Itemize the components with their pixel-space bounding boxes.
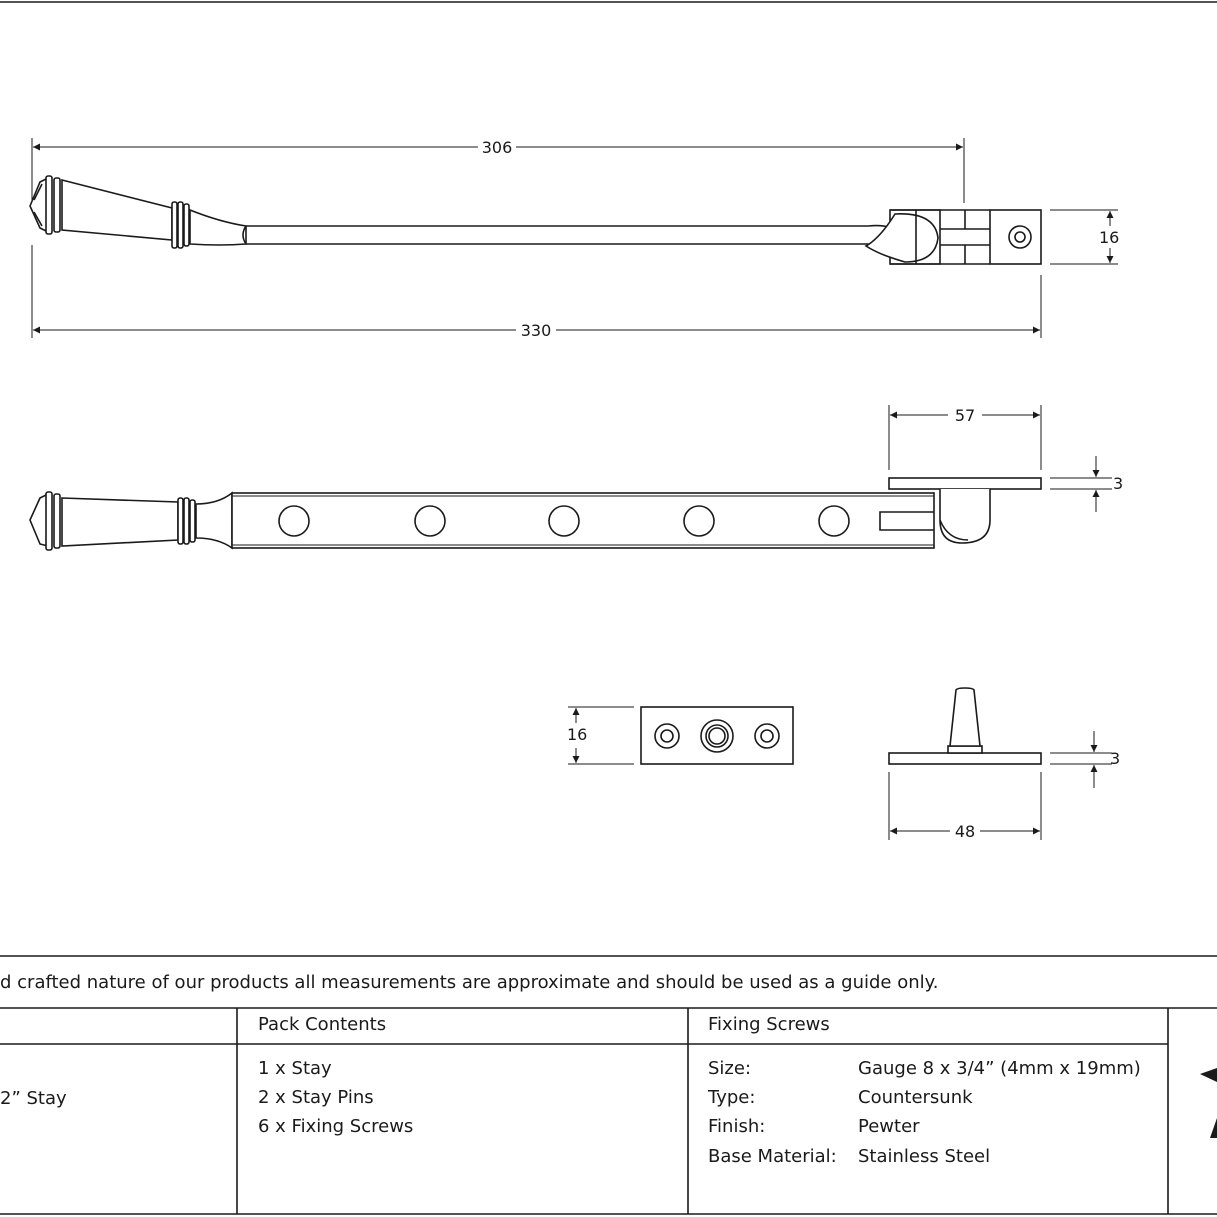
side-view: 57 3 (29, 405, 1123, 551)
pin-side-view: 3 48 (888, 687, 1120, 841)
pin-plate-top-view: 16 (567, 706, 794, 765)
dim-48: 48 (955, 822, 975, 841)
spec-label-size: Size: (708, 1058, 752, 1079)
fixing-screws-header: Fixing Screws (708, 1014, 830, 1035)
dim-57: 57 (955, 406, 975, 425)
product-name: 2” Stay (0, 1088, 67, 1109)
dim-16-pin: 16 (567, 725, 587, 744)
spec-label-finish: Finish: (708, 1116, 766, 1137)
spec-value-material: Stainless Steel (858, 1146, 991, 1167)
pack-contents-header: Pack Contents (258, 1014, 387, 1035)
dim-3-pin: 3 (1110, 749, 1120, 768)
dim-16-front: 16 (1099, 228, 1119, 247)
spec-value-size: Gauge 8 x 3/4” (4mm x 19mm) (858, 1058, 1141, 1079)
pack-item: 2 x Stay Pins (258, 1087, 374, 1108)
dim-306: 306 (482, 138, 513, 157)
spec-label-type: Type: (708, 1087, 756, 1108)
dim-330: 330 (521, 321, 552, 340)
spec-value-finish: Pewter (858, 1116, 920, 1137)
pack-item: 1 x Stay (258, 1058, 332, 1079)
spec-label-material: Base Material: (708, 1146, 837, 1167)
front-view: 306 330 16 (29, 138, 1119, 340)
pack-item: 6 x Fixing Screws (258, 1116, 414, 1137)
dim-3-side: 3 (1113, 474, 1123, 493)
spec-value-type: Countersunk (858, 1087, 973, 1108)
disclaimer-text: d crafted nature of our products all mea… (0, 972, 939, 993)
spec-table-frame (0, 955, 1217, 1215)
